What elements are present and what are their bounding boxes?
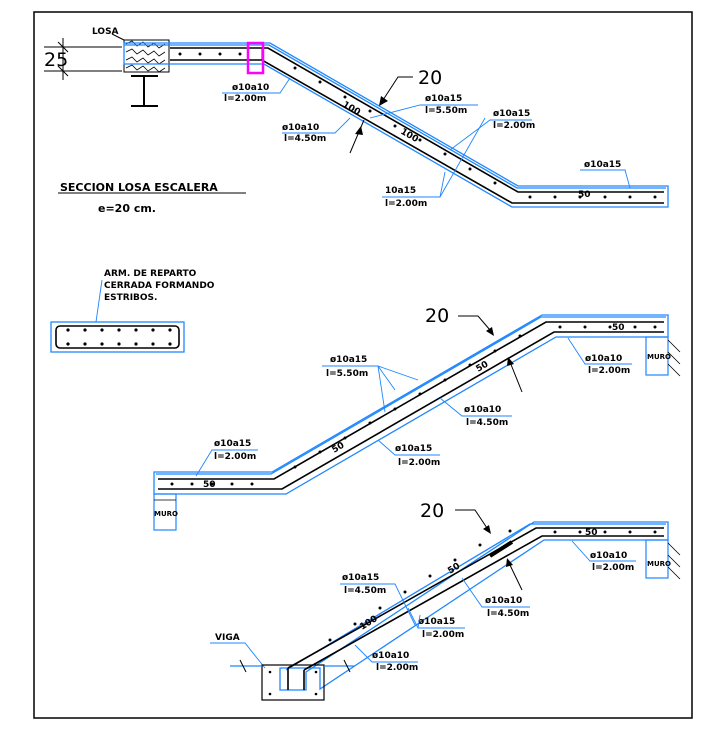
section-subtitle: e=20 cm. <box>98 202 156 215</box>
svg-text:l=2.00m: l=2.00m <box>214 452 256 462</box>
svg-text:ø10a15: ø10a15 <box>418 617 455 627</box>
svg-text:l=2.00m: l=2.00m <box>493 121 535 131</box>
svg-text:l=5.50m: l=5.50m <box>326 369 368 379</box>
svg-text:VIGA: VIGA <box>215 633 240 643</box>
label-2a: ø10a15 l=5.50m <box>322 355 419 413</box>
svg-text:ø10a15: ø10a15 <box>214 439 251 449</box>
label-3d: ø10a10 l=2.00m <box>354 644 418 673</box>
svg-text:MURO: MURO <box>647 560 671 568</box>
mark-50a-3: 50 <box>446 561 462 576</box>
beam-viga: VIGA <box>210 633 354 701</box>
svg-text:ø10a15: ø10a15 <box>395 444 432 454</box>
sheet-border <box>33 11 693 719</box>
label-2c: ø10a10 l=4.50m <box>439 397 512 428</box>
svg-text:l=4.50m: l=4.50m <box>466 418 508 428</box>
top-rebar-3 <box>287 527 664 690</box>
bottom-rebar-2 <box>158 331 664 490</box>
steel-beam-icon <box>131 75 158 107</box>
svg-text:ø10a10: ø10a10 <box>232 83 269 93</box>
svg-text:ø10a15: ø10a15 <box>330 355 367 365</box>
svg-text:ø10a10: ø10a10 <box>282 123 319 133</box>
svg-text:l=2.00m: l=2.00m <box>385 199 427 209</box>
bottom-rebar <box>170 59 664 204</box>
section-2: MURO MURO 20 50 50 50 50 ø10a15 l=5.50m … <box>153 305 681 531</box>
svg-text:ø10a15: ø10a15 <box>342 573 379 583</box>
svg-text:ø10a10: ø10a10 <box>464 405 501 415</box>
section-1: 25 LOSA <box>44 27 669 209</box>
svg-text:ø10a10: ø10a10 <box>585 354 622 364</box>
svg-text:l=2.00m: l=2.00m <box>422 630 464 640</box>
label-1b: ø10a10 l=4.50m <box>282 117 351 144</box>
mark-50: 50 <box>578 190 591 200</box>
svg-text:l=2.00m: l=2.00m <box>398 458 440 468</box>
svg-text:l=2.00m: l=2.00m <box>588 366 630 376</box>
svg-text:ESTRIBOS.: ESTRIBOS. <box>104 293 157 303</box>
svg-text:ø10a15: ø10a15 <box>584 160 621 170</box>
mark-50a-2: 50 <box>203 480 216 490</box>
distribution-detail: ARM. DE REPARTO CERRADA FORMANDO ESTRIBO… <box>50 269 215 353</box>
wall-right-2: MURO <box>645 336 681 377</box>
thickness-20-label-3: 20 <box>420 500 444 522</box>
svg-text:l=4.50m: l=4.50m <box>284 134 326 144</box>
section-3: VIGA MURO 20 100 50 50 ø10a15 l=4.50m <box>210 500 681 701</box>
top-rebar <box>170 47 664 193</box>
label-1e: 10a15 l=2.00m <box>382 117 486 209</box>
label-2b: ø10a10 l=2.00m <box>567 337 632 376</box>
svg-text:ø10a10: ø10a10 <box>485 596 522 606</box>
svg-text:10a15: 10a15 <box>385 186 416 196</box>
svg-text:l=4.50m: l=4.50m <box>487 609 529 619</box>
section-title: SECCION LOSA ESCALERA <box>60 181 218 194</box>
svg-text:ø10a15: ø10a15 <box>425 94 462 104</box>
mark-50b-3: 50 <box>585 528 598 538</box>
highlight-box <box>246 41 265 75</box>
svg-text:l=4.50m: l=4.50m <box>344 586 386 596</box>
thickness-20-label: 20 <box>418 67 442 89</box>
svg-text:l=2.00m: l=2.00m <box>592 563 634 573</box>
wall-left-2: MURO <box>153 493 178 531</box>
svg-text:CERRADA FORMANDO: CERRADA FORMANDO <box>104 281 215 291</box>
svg-text:ARM. DE REPARTO: ARM. DE REPARTO <box>104 269 197 279</box>
stair-slab-outline <box>123 42 669 208</box>
label-1a: ø10a10 l=2.00m <box>222 77 291 104</box>
dimension-25 <box>44 38 122 80</box>
svg-text:ø10a10: ø10a10 <box>372 651 409 661</box>
svg-text:MURO: MURO <box>647 353 671 361</box>
label-3e: ø10a10 l=2.00m <box>571 540 636 573</box>
label-1f: ø10a15 <box>580 160 631 189</box>
svg-text:ø10a15: ø10a15 <box>493 109 530 119</box>
label-3c: ø10a10 l=4.50m <box>461 577 530 619</box>
wall-right-3: MURO <box>645 539 681 580</box>
top-rebar-2 <box>158 321 664 480</box>
label-3b: ø10a15 l=2.00m <box>407 607 465 640</box>
svg-text:l=2.00m: l=2.00m <box>224 94 266 104</box>
label-2d: ø10a15 l=2.00m <box>377 439 440 468</box>
svg-text:MURO: MURO <box>154 510 178 518</box>
label-2e: ø10a15 l=2.00m <box>195 439 258 477</box>
dim-25-label: 25 <box>44 49 68 71</box>
label-1c: ø10a15 l=5.50m <box>369 94 478 119</box>
svg-text:l=5.50m: l=5.50m <box>425 106 467 116</box>
losa-label: LOSA <box>92 27 119 37</box>
svg-text:ø10a10: ø10a10 <box>590 551 627 561</box>
label-3a: ø10a15 l=4.50m <box>340 573 416 626</box>
label-1d: ø10a15 l=2.00m <box>449 109 535 151</box>
stair-slab-outline-3 <box>279 521 669 691</box>
mark-50d-2: 50 <box>612 323 625 333</box>
bottom-rebar-3 <box>303 535 664 690</box>
svg-text:l=2.00m: l=2.00m <box>376 663 418 673</box>
thickness-20-label-2: 20 <box>425 305 449 327</box>
